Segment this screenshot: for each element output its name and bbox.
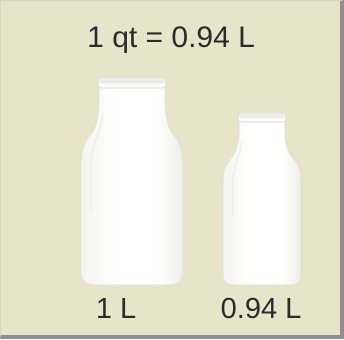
large-bottle <box>80 76 184 286</box>
small-bottle <box>222 111 302 286</box>
large-bottle-label: 1 L <box>95 293 137 325</box>
conversion-title: 1 qt = 0.94 L <box>87 21 255 54</box>
small-bottle-label: 0.94 L <box>220 293 302 325</box>
